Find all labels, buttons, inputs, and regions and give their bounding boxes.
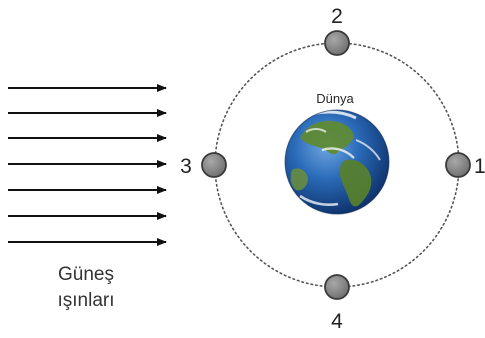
- earth-continent-west: [290, 168, 308, 191]
- moon-position-1: [445, 152, 471, 178]
- sun-rays-label-line1: Güneş: [58, 264, 114, 285]
- moon-position-4: [324, 274, 350, 300]
- moon-position-label-2: 2: [331, 5, 343, 28]
- moon-position-label-4: 4: [331, 310, 343, 333]
- earth-cloud: [321, 147, 355, 159]
- earth-label: Dünya: [316, 91, 354, 106]
- sun-rays: [8, 84, 167, 246]
- moon-position-label-1: 1: [474, 155, 485, 178]
- earth: [284, 109, 390, 215]
- earth-cloud: [305, 128, 327, 133]
- earth-cloud: [299, 110, 357, 120]
- moon-position-3: [201, 152, 227, 178]
- moon-position-label-3: 3: [180, 155, 192, 178]
- earth-continent-south-america: [339, 159, 372, 207]
- earth-cloud: [299, 194, 339, 207]
- earth-cloud: [355, 139, 381, 161]
- moon-position-2: [324, 30, 350, 56]
- sun-rays-label-line2: ışınları: [57, 290, 114, 311]
